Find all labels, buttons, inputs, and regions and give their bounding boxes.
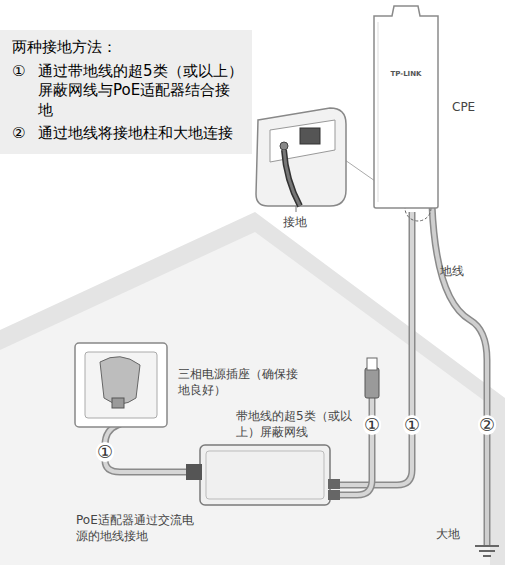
callout-number: ① — [363, 415, 381, 435]
cpe-housing — [372, 2, 440, 210]
callout-number: ① — [96, 442, 114, 462]
callout-number: ② — [12, 124, 38, 144]
method-note-box: 两种接地方法：①通过带地线的超5类（或以上）屏蔽网线与PoE适配器结合接地②通过… — [0, 30, 252, 154]
power-outlet — [75, 343, 167, 427]
callout-number: ① — [403, 415, 421, 435]
cpe-device: CPETP-LINK — [372, 2, 440, 210]
lan-port — [328, 490, 340, 500]
earth-symbol — [475, 546, 499, 556]
ground-wire — [432, 205, 487, 545]
callout-number: ① — [12, 62, 38, 121]
note-text: 通过带地线的超5类（或以上）屏蔽网线与PoE适配器结合接地 — [38, 62, 244, 121]
plug-neck — [112, 398, 124, 408]
outlet-face — [85, 352, 157, 418]
cpe-edge-line — [378, 22, 379, 202]
inset-port-panel — [270, 120, 335, 162]
part-label: 接地 — [283, 214, 307, 230]
ac-inlet — [186, 464, 202, 480]
device-label: CPE — [452, 100, 475, 114]
part-label: PoE适配器通过交流电源的地线接地 — [76, 512, 194, 544]
note-text: 通过地线将接地柱和大地连接 — [38, 124, 244, 144]
grounding-post — [280, 142, 288, 150]
house-outline — [0, 212, 505, 565]
part-label: 大地 — [436, 526, 460, 542]
poe-adapter — [200, 445, 330, 505]
part-label: 三相电源插座（确保接地良好） — [178, 366, 298, 398]
poe-port — [328, 479, 340, 489]
brand-logo: TP-LINK — [372, 70, 440, 78]
part-label: 带地线的超5类（或以上）屏蔽网线 — [236, 408, 358, 440]
note-item: ②通过地线将接地柱和大地连接 — [12, 124, 244, 144]
callout-number: ② — [478, 415, 496, 435]
power-plug — [100, 357, 140, 404]
inset-ground-wire-core — [284, 150, 300, 206]
poe-adapter-edge — [206, 451, 324, 499]
inset-ground-wire — [284, 150, 300, 206]
inset-leader — [296, 206, 297, 212]
cpe-body — [374, 6, 438, 208]
ground-wire-core — [432, 205, 487, 545]
house-interior — [0, 232, 490, 565]
rj45-tip — [367, 358, 377, 370]
part-label: 地线 — [440, 263, 464, 279]
note-heading: 两种接地方法： — [12, 38, 244, 58]
note-item: ①通过带地线的超5类（或以上）屏蔽网线与PoE适配器结合接地 — [12, 62, 244, 121]
rj45-plug — [365, 368, 379, 398]
inset-frame — [256, 108, 346, 206]
inset-rj45-port — [300, 128, 320, 144]
